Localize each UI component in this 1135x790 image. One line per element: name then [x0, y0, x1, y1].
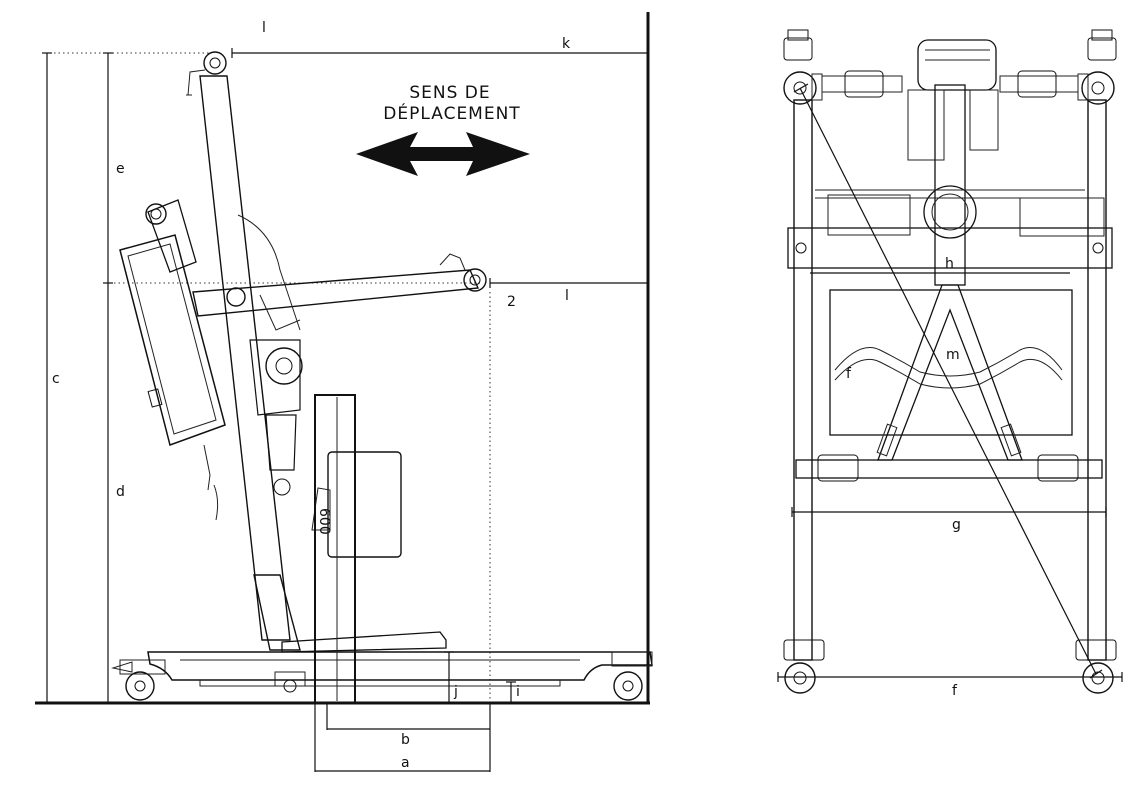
dimension-c: c — [42, 52, 60, 703]
lower-bar — [795, 454, 1103, 482]
caster-bottom-right — [1075, 639, 1117, 694]
central-column — [923, 84, 977, 286]
knee-pad — [311, 451, 402, 558]
caster-top-left — [783, 29, 823, 105]
direction-indicator: SENS DE DÉPLACEMENT — [356, 83, 530, 176]
label-2: 2 — [507, 294, 516, 310]
caster-top-right — [1077, 29, 1117, 105]
label-f-battery: f — [846, 366, 852, 382]
caster-bottom-left — [783, 639, 825, 694]
label-k: k — [562, 36, 571, 52]
label-m: m — [946, 347, 960, 363]
wheel-center — [274, 671, 306, 693]
direction-label-line1: SENS DE — [409, 83, 490, 103]
side-view: c e d k l l 2 SENS DE DÉPLACEMENT — [35, 12, 653, 772]
lift-actuator — [237, 214, 303, 496]
wheel-right — [611, 651, 653, 701]
dimension-a: a — [314, 703, 491, 772]
label-e: e — [116, 161, 125, 177]
wheel-left — [111, 659, 166, 701]
label-h: h — [945, 256, 954, 272]
dimension-g: g — [791, 507, 1107, 533]
label-g: g — [952, 517, 961, 533]
label-a: a — [401, 755, 410, 771]
handle-bar — [821, 39, 1079, 161]
lift-boom — [192, 253, 487, 317]
dimension-h: h — [810, 256, 1070, 274]
top-view: f h g m — [777, 29, 1123, 699]
clearance-600-box: 600 — [314, 394, 356, 704]
label-c: c — [52, 371, 60, 387]
dimension-e-d: e d — [103, 52, 125, 703]
dimension-i: i — [506, 681, 520, 703]
lift-mast — [186, 51, 301, 651]
frame-rails — [793, 99, 1107, 661]
label-j: j — [453, 684, 458, 700]
label-600: 600 — [316, 508, 332, 535]
lift-base — [111, 631, 653, 701]
dimension-k: k — [231, 36, 648, 58]
dimension-f: f — [777, 672, 1123, 699]
label-l-top: l — [262, 20, 266, 36]
dimension-l-mid: l 2 — [489, 278, 648, 310]
label-f-bottom: f — [952, 683, 958, 699]
label-i: i — [516, 684, 520, 700]
label-d: d — [116, 484, 125, 500]
cross-beam — [787, 189, 1113, 269]
dimension-b: b — [326, 703, 491, 748]
dimension-j: j — [444, 651, 458, 704]
label-b: b — [401, 732, 410, 748]
dimension-m: m — [793, 83, 1103, 679]
label-l-mid: l — [565, 288, 569, 304]
direction-label-line2: DÉPLACEMENT — [383, 102, 520, 124]
battery-housing: f — [829, 289, 1073, 436]
control-box — [119, 199, 226, 521]
double-arrow-icon — [356, 132, 530, 176]
spreader-legs — [876, 284, 1023, 461]
